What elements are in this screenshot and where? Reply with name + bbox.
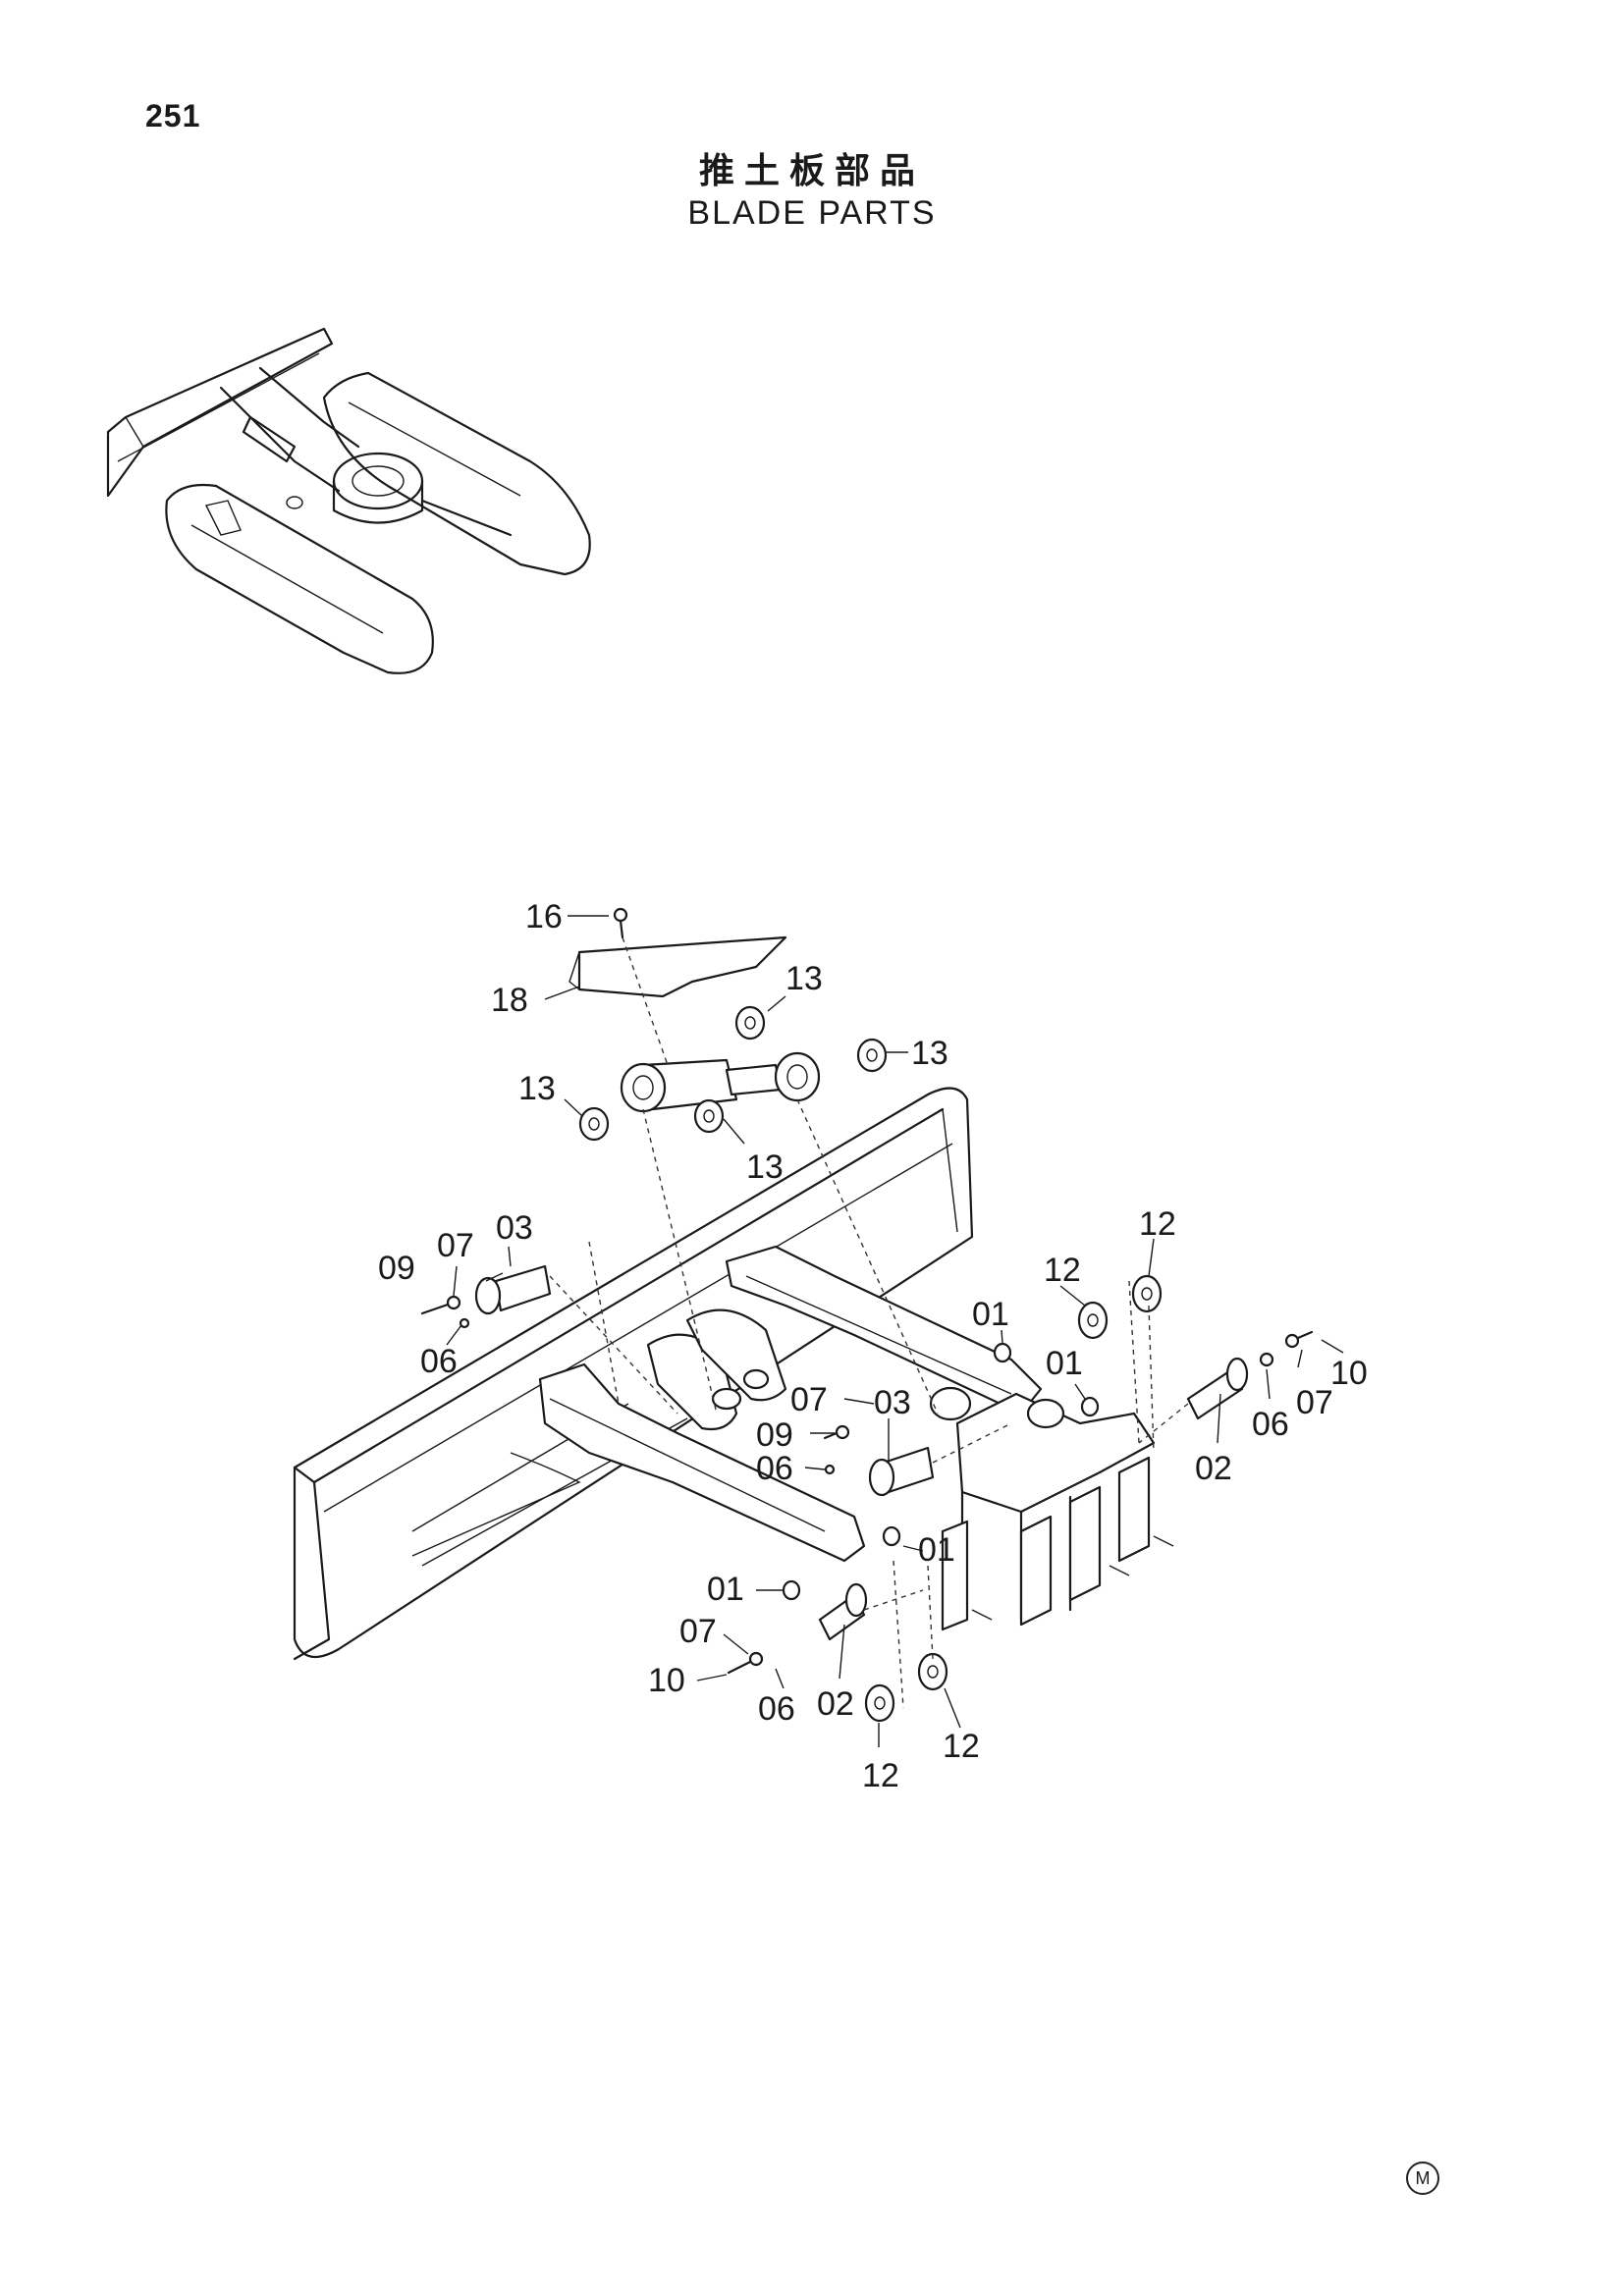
- callout-03: 03: [874, 1384, 911, 1421]
- callout-02: 02: [817, 1685, 854, 1723]
- callout-16: 16: [525, 898, 563, 935]
- callout-01: 01: [972, 1296, 1009, 1333]
- callout-13: 13: [518, 1070, 556, 1107]
- callout-01: 01: [1046, 1345, 1083, 1382]
- callout-09: 09: [378, 1250, 415, 1287]
- callout-06: 06: [420, 1343, 458, 1380]
- callout-02: 02: [1195, 1450, 1232, 1487]
- page-title: BLADE PARTS: [687, 194, 937, 232]
- callout-10: 10: [1330, 1355, 1368, 1392]
- callout-06: 06: [758, 1690, 795, 1728]
- callout-13: 13: [746, 1148, 784, 1186]
- callout-18: 18: [491, 982, 528, 1019]
- callout-12: 12: [862, 1757, 899, 1794]
- callout-12: 12: [1139, 1205, 1176, 1243]
- callout-01: 01: [707, 1571, 744, 1608]
- callout-10: 10: [648, 1662, 685, 1699]
- overview-illustration: [106, 327, 591, 674]
- callout-12: 12: [943, 1728, 980, 1765]
- callout-06: 06: [1252, 1406, 1289, 1443]
- page-number: 251: [145, 98, 201, 133]
- callout-13: 13: [785, 960, 823, 997]
- callout-12: 12: [1044, 1252, 1081, 1289]
- callout-07: 07: [679, 1613, 717, 1650]
- part-callouts: 16 18 13 13 13 13 09 07 03 06 07 03 09 0…: [378, 898, 1368, 1794]
- callout-13: 13: [911, 1035, 948, 1072]
- callout-03: 03: [496, 1209, 533, 1247]
- page-title-chinese: 推土板部品: [698, 151, 925, 191]
- callout-07: 07: [437, 1227, 474, 1264]
- manufacturer-mark: M: [1406, 2162, 1439, 2195]
- callout-09: 09: [756, 1416, 793, 1454]
- callout-07: 07: [1296, 1384, 1333, 1421]
- callout-06: 06: [756, 1450, 793, 1487]
- callout-07: 07: [790, 1381, 828, 1418]
- exploded-view: [293, 907, 1344, 1747]
- callout-01: 01: [918, 1531, 955, 1569]
